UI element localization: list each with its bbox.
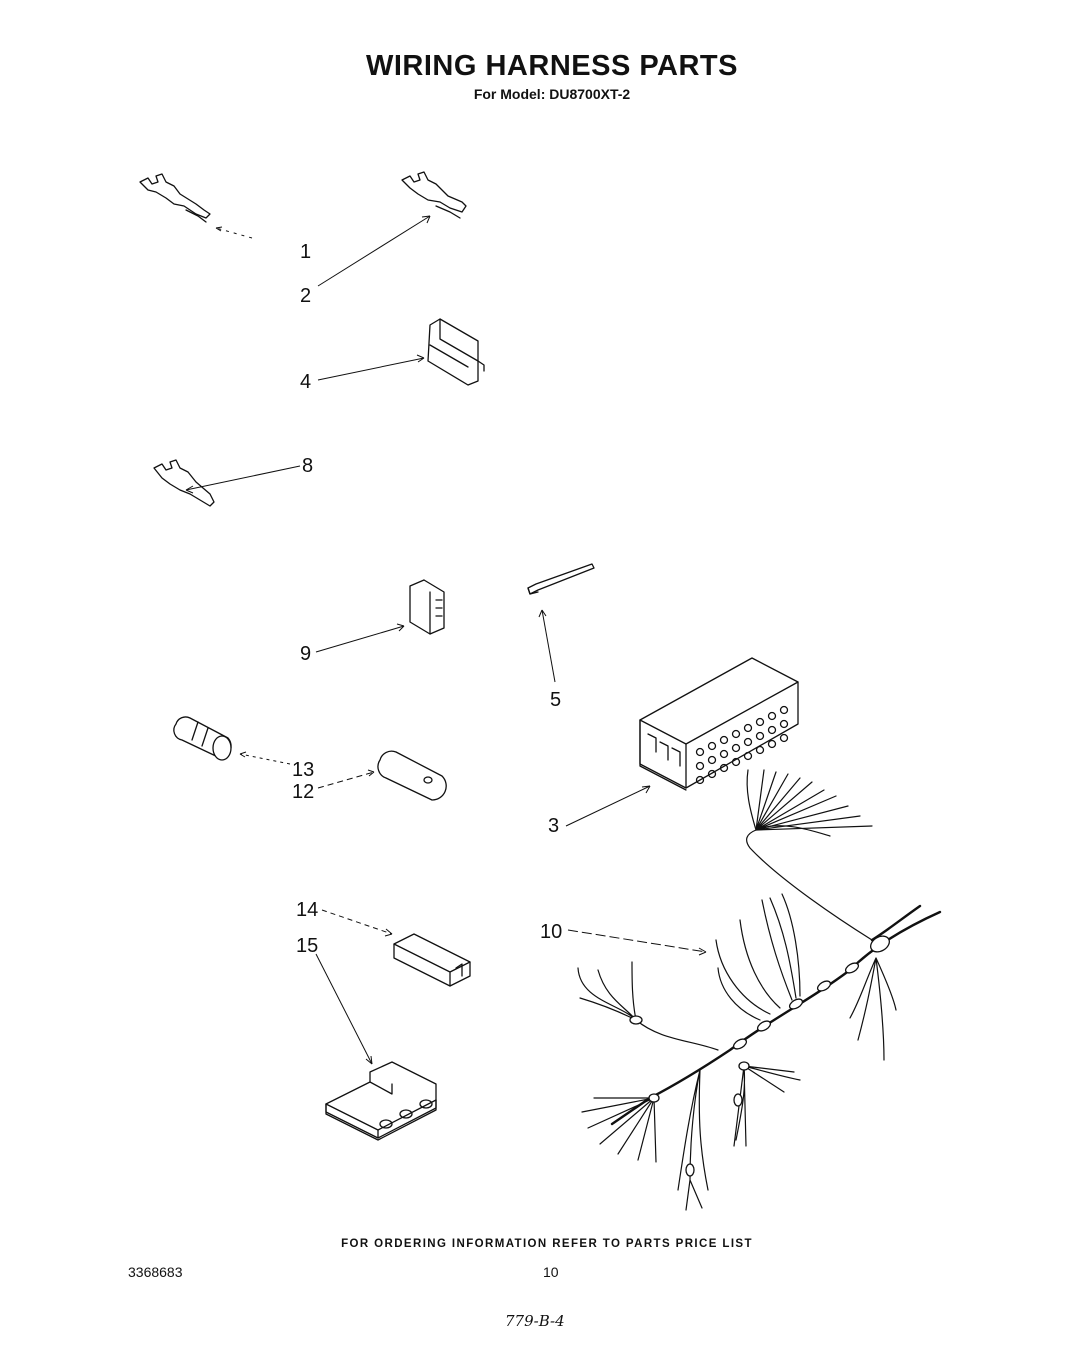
leader-lines bbox=[185, 215, 707, 1065]
callout-1: 1 bbox=[300, 241, 311, 263]
callout-10: 10 bbox=[540, 921, 562, 943]
part-2-terminal bbox=[401, 171, 467, 219]
part-12-sleeve bbox=[377, 750, 447, 801]
part-3-block-connector bbox=[639, 657, 799, 791]
pin-holes bbox=[695, 705, 789, 785]
ordering-note: FOR ORDERING INFORMATION REFER TO PARTS … bbox=[341, 1238, 753, 1250]
page-title: WIRING HARNESS PARTS bbox=[366, 50, 738, 82]
callout-15: 15 bbox=[296, 935, 318, 957]
page-number: 10 bbox=[543, 1264, 559, 1280]
part-4-clip bbox=[427, 318, 485, 386]
callout-4: 4 bbox=[300, 371, 311, 393]
callout-14: 14 bbox=[296, 899, 318, 921]
part-10-wiring-harness bbox=[577, 769, 942, 1211]
part-13-bushing bbox=[173, 716, 232, 761]
part-15-connector bbox=[325, 1061, 437, 1141]
callout-5: 5 bbox=[550, 689, 561, 711]
callout-3: 3 bbox=[548, 815, 559, 837]
part-14-block bbox=[393, 933, 471, 987]
document-number: 3368683 bbox=[128, 1264, 183, 1280]
callout-8: 8 bbox=[302, 455, 313, 477]
part-5-pin bbox=[527, 563, 595, 595]
part-8-terminal bbox=[153, 459, 215, 507]
part-1-terminal bbox=[139, 173, 211, 223]
callout-9: 9 bbox=[300, 643, 311, 665]
part-9-connector bbox=[409, 579, 445, 635]
callout-12: 12 bbox=[292, 781, 314, 803]
callout-labels: 1 2 4 8 9 5 13 12 3 14 15 10 bbox=[292, 241, 562, 957]
callout-2: 2 bbox=[300, 285, 311, 307]
model-subtitle: For Model: DU8700XT-2 bbox=[473, 86, 631, 102]
handwritten-note: 779-B-4 bbox=[505, 1312, 565, 1330]
callout-13: 13 bbox=[292, 759, 314, 781]
